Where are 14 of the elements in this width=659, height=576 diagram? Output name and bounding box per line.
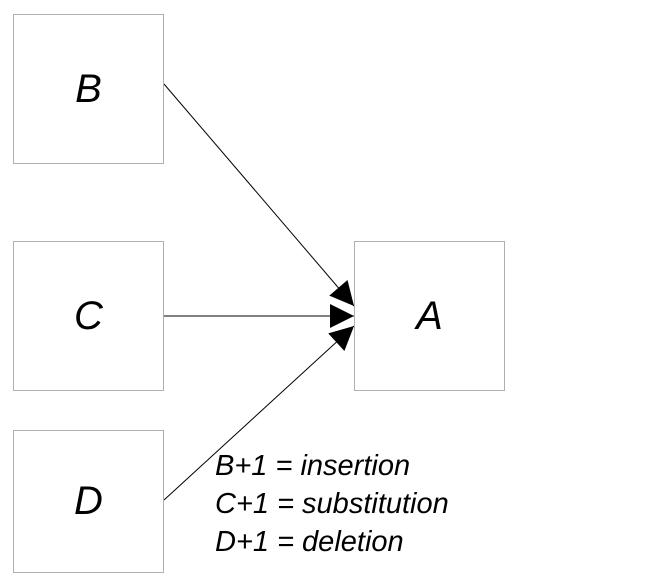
legend-note: B+1 = insertion bbox=[215, 452, 410, 481]
process-box bbox=[354, 241, 505, 391]
process-box bbox=[13, 14, 164, 164]
arrow bbox=[164, 84, 354, 306]
node-label: A bbox=[416, 294, 443, 338]
node-label: D bbox=[74, 479, 103, 524]
arrow bbox=[164, 304, 354, 328]
process-box bbox=[13, 241, 164, 391]
process-box bbox=[13, 430, 164, 573]
legend-note: D+1 = deletion bbox=[215, 528, 404, 557]
arrow bbox=[164, 326, 354, 500]
legend-note: C+1 = substitution bbox=[215, 490, 449, 519]
node-label: C bbox=[74, 294, 103, 338]
node-label: B bbox=[75, 66, 102, 112]
